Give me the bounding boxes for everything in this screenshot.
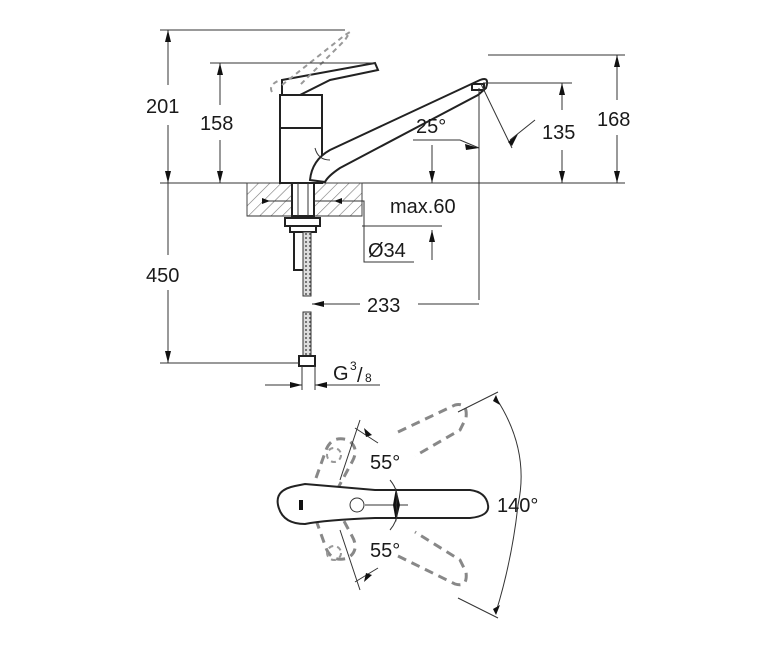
dimension-label-450: 450 [146,265,179,287]
lever-ghost-down [314,509,357,561]
top-view-body [276,482,490,526]
dimension-label-55deg-up: 55° [370,452,400,474]
dimension-label-140deg: 140° [497,495,538,517]
dimension-55deg-down: 55° [339,504,400,591]
dimension-label-158: 158 [200,113,233,135]
dimension-max60: max.60 [362,196,456,260]
dimension-g38: G 3 / 8 [265,359,380,388]
dimension-233: 233 [312,295,479,317]
top-view: 55° 55° 140° [276,391,538,619]
lever-ghost-up [314,437,357,489]
dimension-135: 135 [480,82,575,183]
dimension-label-135: 135 [542,122,575,144]
dimension-label-g-slash: / [357,365,363,387]
dimension-label-g-denominator: 8 [365,371,372,385]
dimension-label-max60: max.60 [390,196,456,218]
dimension-158: 158 [200,62,375,183]
mounting-assembly [262,182,342,390]
dimension-label-168: 168 [597,109,630,131]
dimension-55deg-up: 55° [339,419,400,506]
dimension-label-233: 233 [367,295,400,317]
dimension-168: 168 [488,54,630,183]
spout-ghost-up [397,403,468,458]
dimension-label-25deg: 25° [416,116,446,138]
faucet-spout [308,78,489,184]
dimension-label-201: 201 [146,96,179,118]
dimension-label-diameter-34: Ø34 [368,240,406,262]
dimension-140deg: 140° [457,391,538,619]
spout-ghost-down [397,530,468,587]
dimension-label-g-prefix: G [333,363,349,385]
side-view: 201 158 25° [146,29,630,390]
dimension-diameter-34: Ø34 [342,200,414,263]
dimension-25deg: 25° [413,88,480,300]
dimension-label-55deg-down: 55° [370,540,400,562]
dimension-450: 450 [146,183,300,364]
dimension-label-g-numerator: 3 [350,359,357,373]
faucet-body [270,31,380,184]
dimension-201: 201 [146,29,345,183]
